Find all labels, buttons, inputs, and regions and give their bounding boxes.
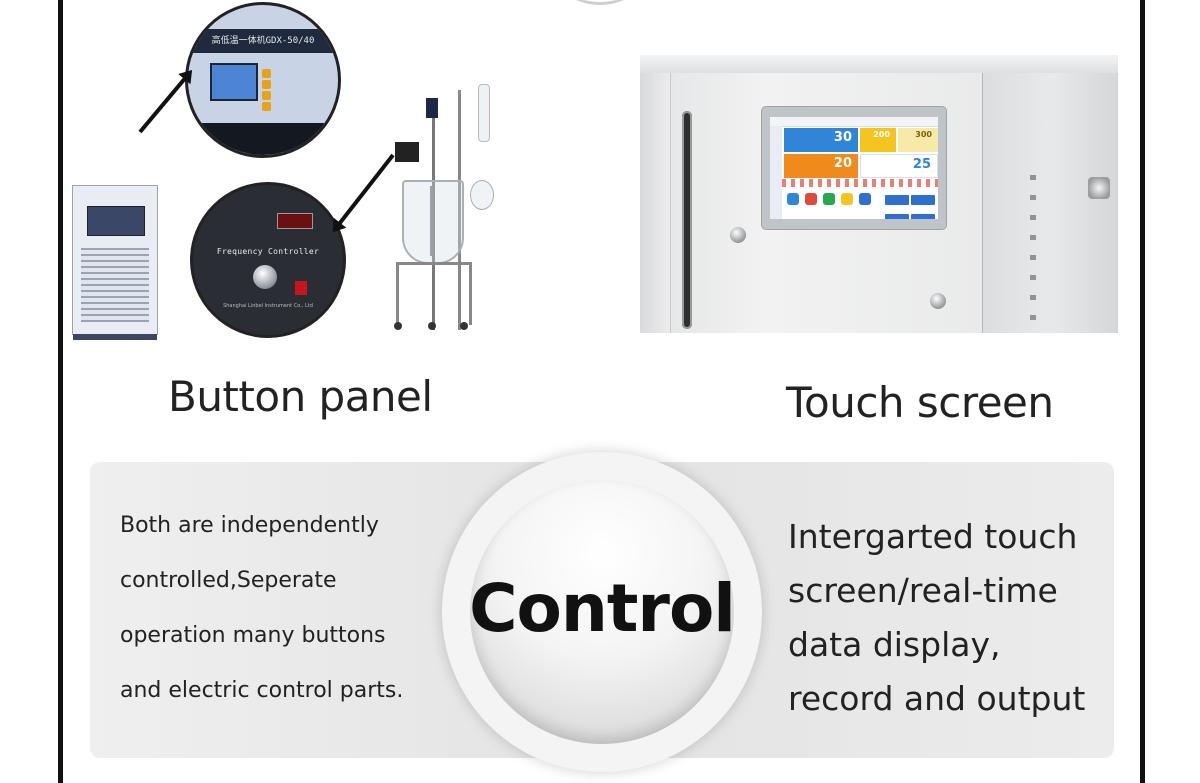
left-text-line: Both are independently: [120, 513, 379, 538]
frame-left-border: [58, 0, 63, 783]
left-text-line: operation many buttons: [120, 623, 386, 648]
screen-sidebar: [770, 126, 782, 219]
fan-icon: [841, 193, 853, 205]
reactor-frame: [396, 262, 472, 325]
control-right-description: Intergarted touch screen/real-time data …: [788, 510, 1113, 726]
screen-function-icons: [784, 191, 884, 217]
touch-screen-ui: 30 200 300 20 25: [770, 117, 938, 219]
button-panel-caption: Button panel: [168, 372, 433, 421]
touch-screen-cabinet-image: 30 200 300 20 25: [640, 55, 1118, 333]
reactor-condenser: [478, 84, 490, 142]
chiller-unit-image: [72, 185, 158, 340]
reactor-wheels: [394, 322, 470, 330]
manufacturer-label: Shanghai Linbel Instrument Co., Ltd: [223, 303, 313, 309]
ambient-temp-value: 25: [912, 157, 931, 172]
pv-speed-value: 200: [873, 130, 890, 139]
top-arc-decoration: [540, 0, 660, 5]
panel-lower-housing: [188, 123, 338, 155]
speed-readout-display: [277, 213, 313, 229]
pv-speed-tile: 200: [860, 128, 896, 152]
left-text-line: and electric control parts.: [120, 678, 404, 703]
cabinet-vents: [1030, 175, 1036, 325]
right-text-line: screen/real-time: [788, 571, 1058, 610]
screen-indicator-strip: [782, 179, 938, 187]
power-switch-icon: [295, 281, 307, 295]
left-text-line: controlled,Seperate: [120, 568, 337, 593]
pv-temp-tile: 30: [784, 128, 858, 152]
control-left-description: Both are independently controlled,Sepera…: [120, 498, 460, 718]
reactor-motor: [426, 98, 438, 118]
chiller-grille: [81, 248, 149, 322]
touch-screen-caption: Touch screen: [786, 378, 1054, 427]
screw-icon: [930, 293, 946, 309]
panel-zoom-callout: 高低温一体机GDX-50/40: [185, 2, 341, 158]
panel-keypad: [260, 67, 280, 111]
control-badge-title: Control: [469, 570, 736, 647]
chiller-control-panel: [87, 206, 145, 236]
pv-temp-value: 30: [833, 130, 852, 145]
reactor-funnel: [470, 180, 494, 210]
reactor-controller-box: [395, 142, 419, 162]
control-badge-disc: [470, 480, 734, 744]
sv-speed-value: 300: [915, 130, 932, 139]
screw-icon: [730, 227, 746, 243]
frequency-controller-label: Frequency Controller: [216, 247, 320, 256]
right-text-line: data display,: [788, 625, 1001, 664]
sv-temp-value: 20: [833, 156, 852, 171]
chiller-base: [73, 334, 157, 340]
panel-model-label: 高低温一体机GDX-50/40: [188, 29, 338, 53]
latch-icon: [1088, 177, 1110, 199]
pump-icon: [859, 193, 871, 205]
arrow-icon-to-panel: [138, 73, 190, 134]
touch-screen-display: 30 200 300 20 25: [762, 107, 946, 229]
ambient-temp-tile: 25: [860, 154, 938, 178]
panel-lcd-screen: [210, 63, 258, 101]
cabinet-window-slot: [682, 111, 692, 329]
frame-right-border: [1140, 0, 1145, 783]
right-text-line: Intergarted touch: [788, 517, 1078, 556]
cycle-icon: [823, 193, 835, 205]
snowflake-icon: [787, 193, 799, 205]
sv-speed-tile: 300: [898, 128, 938, 152]
cabinet-side-panel: [982, 73, 1118, 333]
screen-status-bar: [770, 117, 938, 127]
flame-icon: [805, 193, 817, 205]
reactor-vessel: [402, 180, 464, 264]
speed-knob-icon: [253, 265, 277, 289]
screen-buttons: [884, 191, 938, 219]
sv-temp-tile: 20: [784, 154, 858, 178]
controller-zoom-callout: Frequency Controller Shanghai Linbel Ins…: [190, 182, 346, 338]
arrow-icon-to-controller: [334, 153, 395, 229]
right-text-line: record and output: [788, 679, 1086, 718]
